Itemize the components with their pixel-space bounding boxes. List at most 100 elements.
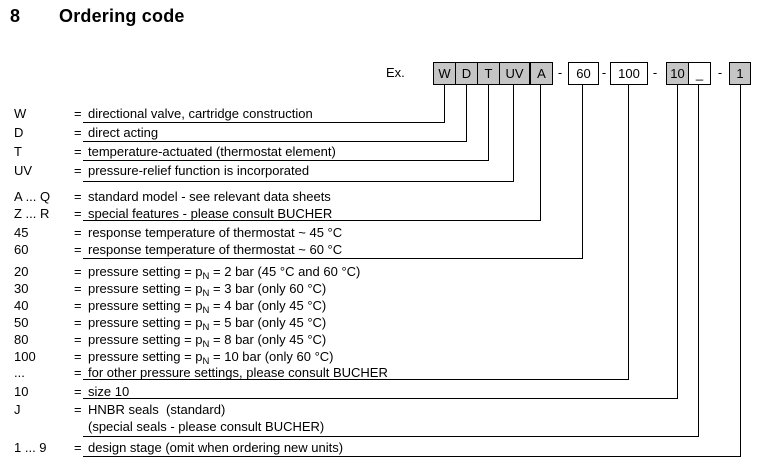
row-description: for other pressure settings, please cons… xyxy=(88,365,388,380)
row-description: response temperature of thermostat ~ 60 … xyxy=(88,242,342,257)
row-code: UV xyxy=(14,163,33,178)
row-description-text: (special seals - please consult BUCHER) xyxy=(88,419,325,434)
connector-vline xyxy=(677,84,678,399)
row-description: HNBR seals (standard) xyxy=(88,402,225,417)
row-code: J xyxy=(14,402,21,417)
code-box-a: A xyxy=(530,62,553,85)
section-title: Ordering code xyxy=(59,6,185,26)
row-description-subscript: N xyxy=(202,339,210,350)
code-separator: - xyxy=(601,65,607,80)
code-box-uv: UV xyxy=(499,62,530,85)
example-label: Ex. xyxy=(386,65,405,80)
row-code: D xyxy=(14,125,24,140)
row-description-text: = 4 bar (only 45 °C) xyxy=(209,298,327,313)
row-code: 100 xyxy=(14,349,36,364)
row-description-subscript: N xyxy=(202,322,210,333)
row-description-text: design stage (omit when ordering new uni… xyxy=(88,440,344,455)
row-description: standard model - see relevant data sheet… xyxy=(88,189,331,204)
connector-vline xyxy=(513,84,514,182)
row-underline xyxy=(83,220,541,221)
code-row: Z ... R=special features - please consul… xyxy=(0,206,763,222)
row-description-text: pressure setting = p xyxy=(88,332,203,347)
code-row: T=temperature-actuated (thermostat eleme… xyxy=(0,144,763,160)
row-description-text: direct acting xyxy=(88,125,159,140)
code-box-_: _ xyxy=(688,62,711,85)
row-equals: = xyxy=(74,106,82,121)
code-row: 100 = pressure setting = pN = 10 bar (only… xyxy=(0,349,763,367)
row-description: response temperature of thermostat ~ 45 … xyxy=(88,225,342,240)
row-code: 60 xyxy=(14,242,29,257)
row-description-text: for other pressure settings, please cons… xyxy=(88,365,388,380)
code-box-d: D xyxy=(455,62,478,85)
row-description-text: response temperature of thermostat ~ 60 … xyxy=(88,242,343,257)
row-description: pressure setting = pN = 3 bar (only 60 °… xyxy=(88,281,327,299)
row-description-subscript: N xyxy=(202,288,210,299)
row-description-text: = 10 bar (only 60 °C) xyxy=(209,349,334,364)
row-equals: = xyxy=(74,365,82,380)
row-underline xyxy=(83,456,741,457)
row-underline xyxy=(83,160,489,161)
row-equals: = xyxy=(74,315,82,330)
row-equals: = xyxy=(74,440,82,455)
row-description-text: HNBR seals (standard) xyxy=(88,402,226,417)
row-description-text: temperature-actuated (thermostat element… xyxy=(88,144,336,159)
row-underline xyxy=(83,379,629,380)
code-box-60: 60 xyxy=(568,62,599,85)
code-row: 40 = pressure setting = pN = 4 bar (only 4… xyxy=(0,298,763,316)
row-equals: = xyxy=(74,298,82,313)
connector-vline xyxy=(540,84,541,221)
row-description-text: = 3 bar (only 60 °C) xyxy=(209,281,327,296)
code-row: 20 = pressure setting = pN = 2 bar (45 °C … xyxy=(0,264,763,282)
row-code: Z ... R xyxy=(14,206,50,221)
row-description: pressure setting = pN = 10 bar (only 60 … xyxy=(88,349,334,367)
row-description: design stage (omit when ordering new uni… xyxy=(88,440,343,455)
row-description-text: directional valve, cartridge constructio… xyxy=(88,106,313,121)
row-underline xyxy=(83,436,699,437)
code-row: 80=pressure setting = pN = 8 bar (only 4… xyxy=(0,332,763,350)
code-row: J = HNBR seals (standard) xyxy=(0,402,763,418)
row-description: pressure setting = pN = 4 bar (only 45 °… xyxy=(88,298,327,316)
row-equals: = xyxy=(74,264,82,279)
connector-vline xyxy=(466,84,467,142)
row-equals: = xyxy=(74,189,82,204)
code-row: 45=response temperature of thermostat ~ … xyxy=(0,225,763,241)
row-description-text: special features - please consult BUCHER xyxy=(88,206,333,221)
row-equals: = xyxy=(74,125,82,140)
row-description-text: standard model - see relevant data sheet… xyxy=(88,189,331,204)
row-code: 20 xyxy=(14,264,29,279)
row-equals: = xyxy=(74,402,82,417)
row-equals: = xyxy=(74,349,82,364)
row-code: 50 xyxy=(14,315,29,330)
connector-vline xyxy=(628,84,629,380)
code-row: UV=pressure-relief function is incorpora… xyxy=(0,163,763,179)
row-description-text: pressure setting = p xyxy=(88,298,203,313)
row-description: (special seals - please consult BUCHER) xyxy=(88,419,324,434)
row-description-subscript: N xyxy=(202,305,210,316)
code-separator: - xyxy=(652,65,658,80)
code-row: 60=response temperature of thermostat ~ … xyxy=(0,242,763,258)
row-code: 30 xyxy=(14,281,29,296)
code-box-t: T xyxy=(477,62,500,85)
code-row: 10=size 10 xyxy=(0,384,763,400)
code-row: 50 = pressure setting = pN = 5 bar (only 4… xyxy=(0,315,763,333)
row-equals: = xyxy=(74,332,82,347)
row-description: size 10 xyxy=(88,384,129,399)
row-underline xyxy=(83,122,445,123)
code-separator: - xyxy=(717,65,723,80)
row-code: 40 xyxy=(14,298,29,313)
row-equals: = xyxy=(74,144,82,159)
row-description-text: = 5 bar (only 45 °C) xyxy=(209,315,327,330)
code-row: W=directional valve, cartridge construct… xyxy=(0,106,763,122)
row-code: A ... Q xyxy=(14,189,51,204)
row-description: pressure setting = pN = 2 bar (45 °C and… xyxy=(88,264,360,282)
row-description: pressure setting = pN = 5 bar (only 45 °… xyxy=(88,315,327,333)
row-description-text: = 8 bar (only 45 °C) xyxy=(209,332,327,347)
row-description-text: response temperature of thermostat ~ 45 … xyxy=(88,225,343,240)
row-code: 1 ... 9 xyxy=(14,440,47,455)
row-description-subscript: N xyxy=(202,356,210,367)
row-code: 10 xyxy=(14,384,29,399)
connector-vline xyxy=(488,84,489,161)
row-code: ... xyxy=(14,365,25,380)
code-row: ... = for other pressure settings, please … xyxy=(0,365,763,381)
